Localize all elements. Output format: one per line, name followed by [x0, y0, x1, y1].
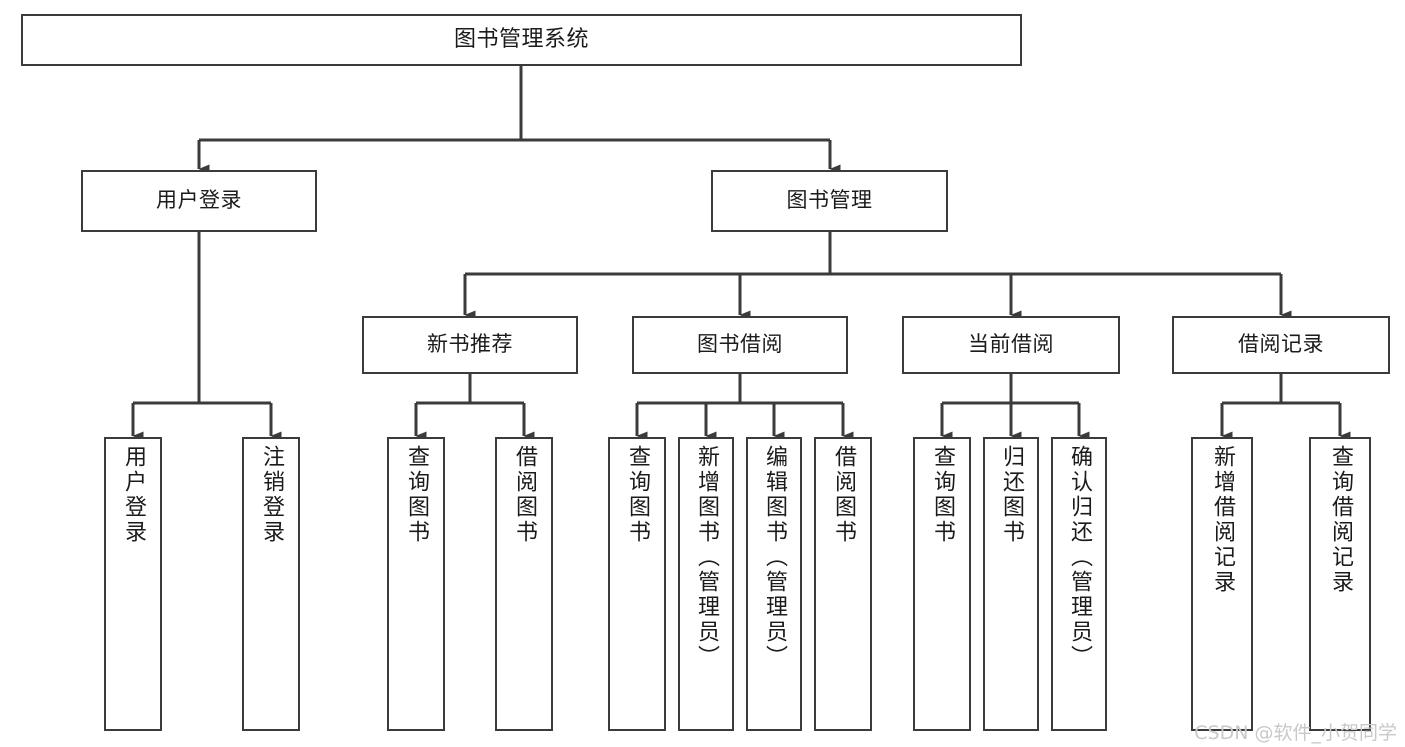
node-current-borrow[interactable]: 当前借阅 [902, 316, 1120, 374]
node-label: 新增图书（管理员） [694, 445, 719, 670]
node-label: 用户登录 [156, 188, 242, 213]
leaf-logout[interactable]: 注销登录 [242, 437, 300, 731]
leaf-add-record[interactable]: 新增借阅记录 [1191, 437, 1253, 731]
node-label: 查询借阅记录 [1328, 445, 1353, 595]
leaf-borrow-book-borrow[interactable]: 借阅图书 [814, 437, 872, 731]
leaf-add-book[interactable]: 新增图书（管理员） [678, 437, 734, 731]
leaf-query-record[interactable]: 查询借阅记录 [1309, 437, 1371, 731]
node-label: 图书管理 [786, 188, 873, 213]
node-label: 图书借阅 [697, 332, 783, 357]
node-book-borrow[interactable]: 图书借阅 [632, 316, 848, 374]
node-label: 归还图书 [999, 445, 1024, 545]
node-user-login[interactable]: 用户登录 [81, 170, 317, 232]
node-label: 查询图书 [404, 445, 429, 545]
node-label: 注销登录 [259, 445, 284, 545]
node-label: 查询图书 [930, 445, 955, 545]
node-label: 用户登录 [121, 445, 146, 545]
node-label: 当前借阅 [968, 332, 1054, 357]
node-label: 新书推荐 [427, 332, 513, 357]
node-label: 查询图书 [625, 445, 650, 545]
node-borrow-record[interactable]: 借阅记录 [1172, 316, 1390, 374]
node-root-system[interactable]: 图书管理系统 [21, 14, 1022, 66]
leaf-query-book-borrow[interactable]: 查询图书 [608, 437, 666, 731]
node-label: 新增借阅记录 [1210, 445, 1235, 595]
leaf-borrow-book-rec[interactable]: 借阅图书 [495, 437, 553, 731]
watermark: CSDN @软件_小贺同学 [1194, 722, 1397, 744]
node-label: 借阅图书 [831, 445, 856, 545]
leaf-edit-book[interactable]: 编辑图书（管理员） [746, 437, 802, 731]
leaf-return-book[interactable]: 归还图书 [983, 437, 1039, 731]
node-label: 编辑图书（管理员） [762, 445, 787, 670]
node-label: 图书管理系统 [453, 26, 589, 52]
leaf-user-login[interactable]: 用户登录 [104, 437, 162, 731]
leaf-query-book-rec[interactable]: 查询图书 [387, 437, 445, 731]
node-label: 确认归还（管理员） [1067, 445, 1092, 670]
leaf-query-book-current[interactable]: 查询图书 [913, 437, 971, 731]
leaf-confirm-return[interactable]: 确认归还（管理员） [1051, 437, 1107, 731]
node-new-book-rec[interactable]: 新书推荐 [362, 316, 578, 374]
node-label: 借阅记录 [1238, 332, 1324, 357]
node-label: 借阅图书 [512, 445, 537, 545]
node-book-manage[interactable]: 图书管理 [711, 170, 948, 232]
